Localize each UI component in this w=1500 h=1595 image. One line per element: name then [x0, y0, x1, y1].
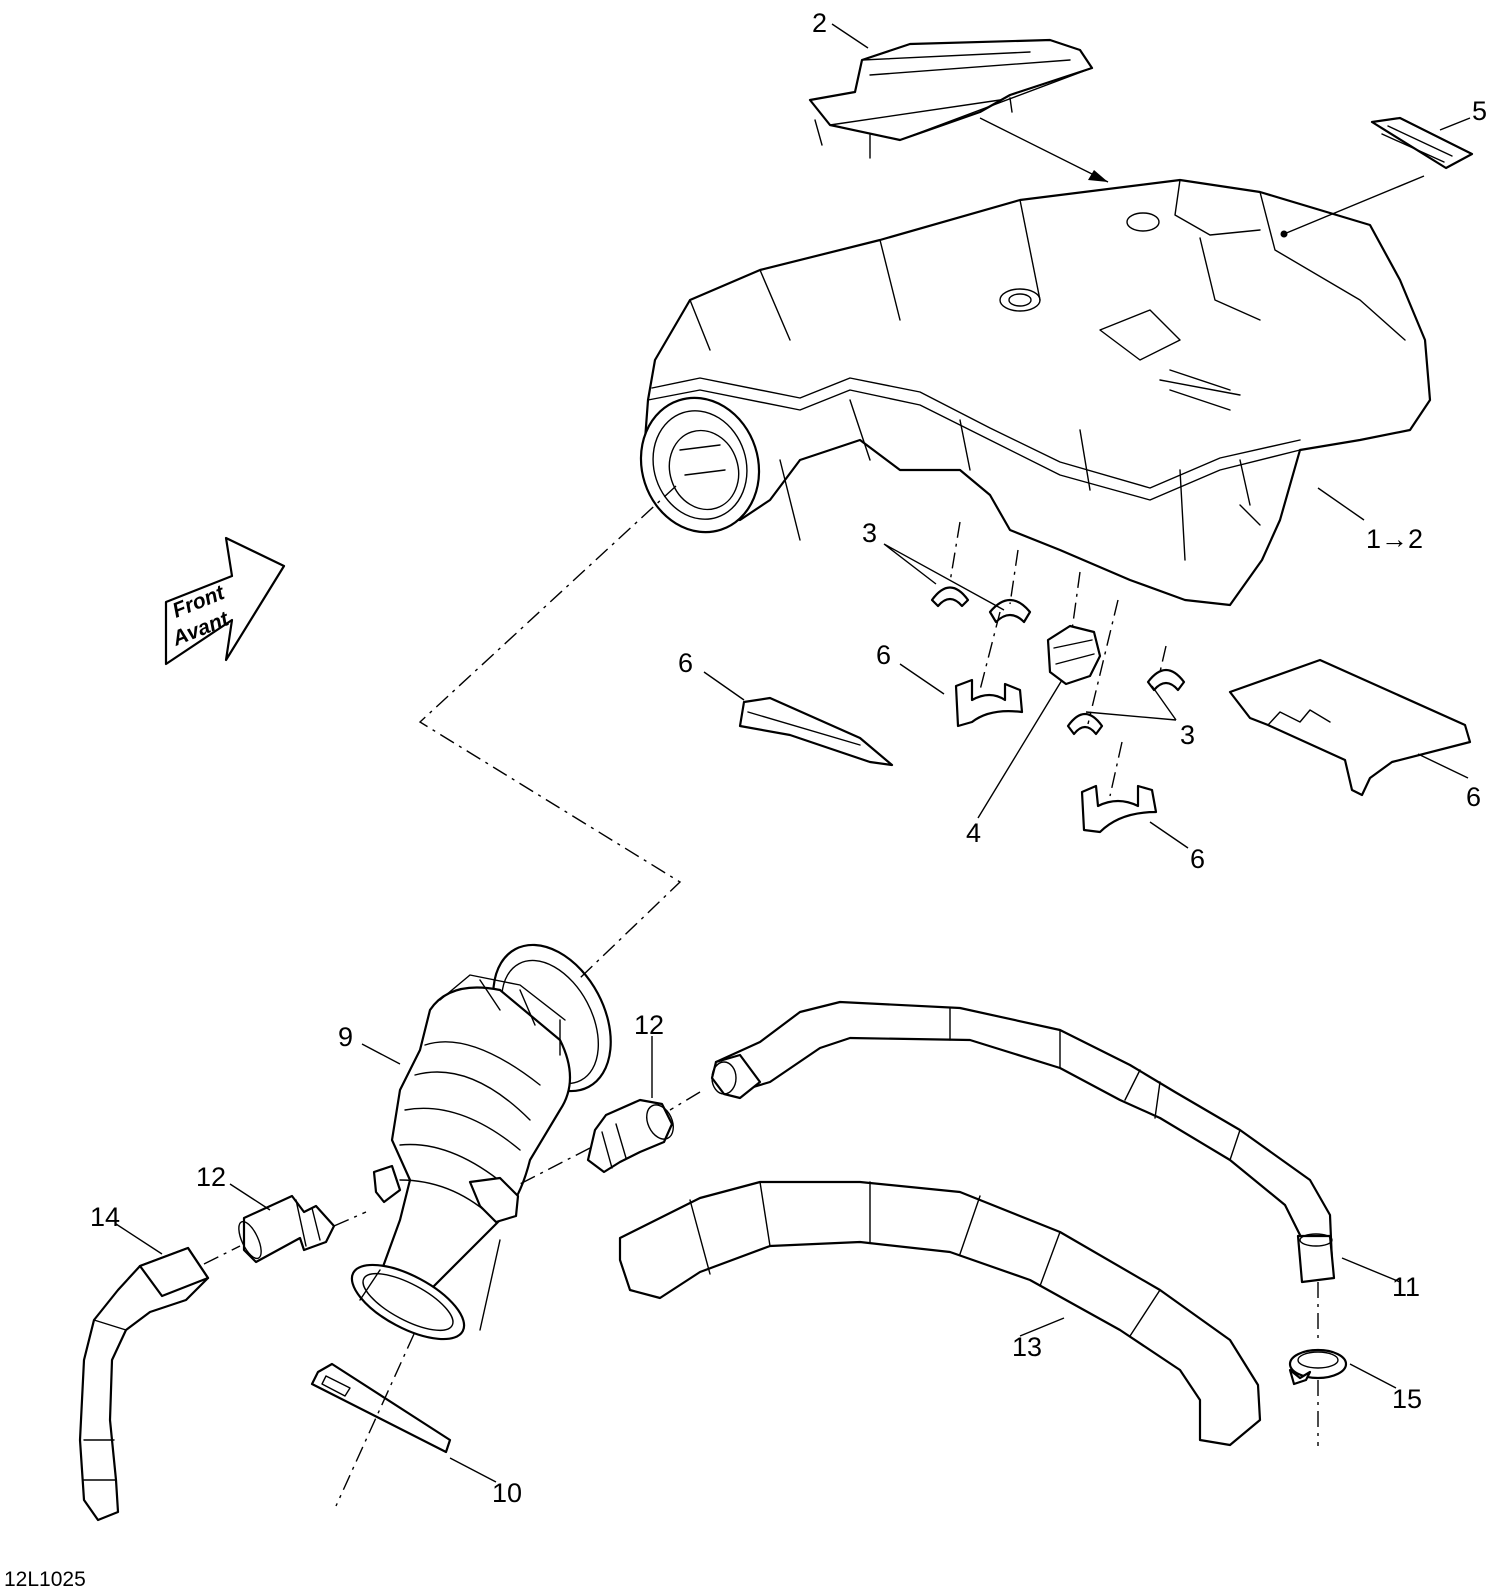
- callout-12b: 12: [196, 1162, 226, 1192]
- decal-part: [1370, 116, 1474, 170]
- callout-10: 10: [492, 1478, 522, 1508]
- airbox-cover-part: [808, 38, 1094, 159]
- callout-11: 11: [1392, 1272, 1420, 1302]
- leader-lines: [115, 23, 1471, 1483]
- callout-13: 13: [1012, 1332, 1042, 1362]
- callout-9: 9: [338, 1022, 353, 1052]
- clamp-part: [310, 1362, 452, 1454]
- assembly-lines: [203, 485, 1319, 1507]
- hose-11-part: [710, 1000, 1336, 1284]
- callout-5: 5: [1472, 96, 1487, 126]
- clamp-15-part: [1288, 1348, 1348, 1386]
- callout-3a: 3: [862, 518, 877, 548]
- fitting-right-part: [586, 1098, 674, 1174]
- direction-arrow: Front Avant: [164, 536, 286, 666]
- intake-adapter-part: [350, 943, 612, 1341]
- callout-3b: 3: [1180, 720, 1195, 750]
- callout-1-2: 1→2: [1366, 524, 1423, 554]
- callout-15: 15: [1392, 1384, 1422, 1414]
- callout-4: 4: [966, 818, 981, 848]
- clips-part: [930, 586, 1186, 736]
- heat-shields-part: [738, 658, 1472, 834]
- callout-14: 14: [90, 1202, 120, 1232]
- hose-13-part: [618, 1180, 1262, 1447]
- cover-arrow: [979, 117, 1109, 183]
- hose-14-part: [78, 1246, 210, 1522]
- fitting-left-part: [238, 1194, 336, 1264]
- callout-6a: 6: [678, 648, 693, 678]
- callout-labels: 2 5 1→2 3 3 4 6 6 6 6 9 12 12 14 11 13 1…: [90, 8, 1487, 1508]
- callout-6b: 6: [876, 640, 891, 670]
- grommet-part: [1046, 624, 1102, 686]
- diagram-code: 12L1025: [4, 1568, 86, 1591]
- callout-6d: 6: [1190, 844, 1205, 874]
- airbox-part: [639, 178, 1432, 607]
- callout-6c: 6: [1466, 782, 1481, 812]
- callout-2: 2: [812, 8, 827, 38]
- callout-12a: 12: [634, 1010, 664, 1040]
